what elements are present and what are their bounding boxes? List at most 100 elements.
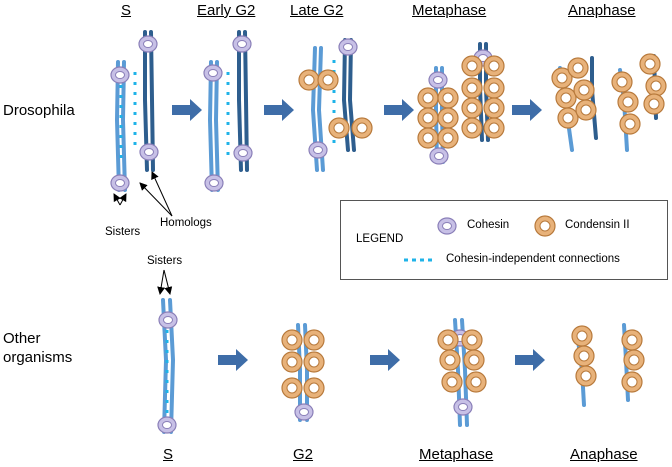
condensin-bm-1-hole: [466, 334, 478, 346]
pointer-sisters-bottom-1: [157, 269, 166, 295]
condensin-ba-2-hole: [580, 370, 592, 382]
condensin-meta-left-3-hole: [442, 112, 454, 124]
arrow-top-4: [512, 99, 542, 121]
condensin-ana-a-3-hole: [578, 84, 590, 96]
condensin-ana-b-0-hole: [616, 76, 628, 88]
stage-label-bottom-s: S: [163, 446, 174, 463]
strand-eg2-b: [214, 60, 220, 192]
condensin-meta-right-2-hole: [466, 82, 478, 94]
condensin-bm-3-hole: [468, 354, 480, 366]
pointer-sisters-1: [113, 193, 121, 206]
condensin-ana-a-2-hole: [560, 92, 572, 104]
legend-connections-label: Cohesin-independent connections: [446, 253, 620, 265]
cohesin-lg2-1-hole: [343, 43, 353, 51]
condensin-ba-0-hole: [576, 330, 588, 342]
arrow-top-2: [264, 99, 294, 121]
condensin-ana-a-1-hole: [572, 62, 584, 74]
arrow-bottom-1: [218, 349, 248, 371]
stage-label-bottom-anaphase: Anaphase: [570, 446, 638, 463]
cohesin-bs-1-hole: [163, 316, 173, 324]
condensin-ana-b-1-hole: [622, 96, 634, 108]
condensin-meta-right-7-hole: [488, 122, 500, 134]
cohesin-lg2-2-hole: [313, 146, 323, 154]
condensin-bm-5-hole: [470, 376, 482, 388]
condensin-bm-2-hole: [444, 354, 456, 366]
condensin-meta-left-1-hole: [442, 92, 454, 104]
stage-label-bottom-metaphase: Metaphase: [419, 446, 494, 463]
row-label-other-line2: organisms: [3, 349, 73, 366]
condensin-bg2-1-hole: [308, 334, 320, 346]
condensin-meta-right-5-hole: [488, 102, 500, 114]
condensin-meta-right-1-hole: [488, 60, 500, 72]
arrow-bottom-2: [370, 349, 400, 371]
stage-label-top-metaphase: Metaphase: [412, 2, 487, 19]
condensin-bg2-4-hole: [286, 382, 298, 394]
condensin-ba-3-hole: [626, 334, 638, 346]
legend-title: LEGEND: [356, 233, 404, 245]
arrow-top-1: [172, 99, 202, 121]
condensin-ana-b-2-hole: [624, 118, 636, 130]
condensin-ana-b-3-hole: [644, 58, 656, 70]
cohesin-eg2-3-hole: [237, 40, 247, 48]
cohesin-s-1-hole: [115, 71, 125, 79]
condensin-meta-right-4-hole: [466, 102, 478, 114]
cohesin-meta-2-hole: [434, 152, 444, 160]
cohesin-eg2-1-hole: [208, 69, 218, 77]
stage-label-top-anaphase: Anaphase: [568, 2, 636, 19]
cohesin-meta-1-hole: [433, 76, 443, 84]
condensin-bg2-0-hole: [286, 334, 298, 346]
strand-ana-c: [590, 56, 598, 140]
condensin-bg2-3-hole: [308, 356, 320, 368]
condensin-ana-a-4-hole: [562, 112, 574, 124]
row-label-drosophila: Drosophila: [3, 102, 75, 119]
cohesin-s-4-hole: [144, 148, 154, 156]
stage-label-top-early-g2: Early G2: [197, 2, 256, 19]
cohesin-s-2-hole: [115, 179, 125, 187]
condensin-ba-5-hole: [626, 376, 638, 388]
condensin-ba-1-hole: [578, 350, 590, 362]
condensin-meta-right-0-hole: [466, 60, 478, 72]
row-label-other-line1: Other: [3, 330, 41, 347]
arrow-bottom-3: [515, 349, 545, 371]
cohesin-eg2-4-hole: [238, 149, 248, 157]
condensin-bm-4-hole: [446, 376, 458, 388]
condensin-lg2-4-hole: [356, 122, 368, 134]
condensin-ba-4-hole: [628, 354, 640, 366]
condensin-meta-left-4-hole: [422, 132, 434, 144]
annotation-sisters: Sisters: [105, 226, 141, 238]
pointer-homologs-1: [139, 182, 173, 217]
stage-label-top-s: S: [121, 2, 132, 19]
condensin-ana-a-0-hole: [556, 72, 568, 84]
stage-label-bottom-g2: G2: [293, 446, 314, 463]
arrow-top-3: [384, 99, 414, 121]
condensin-ana-b-4-hole: [650, 80, 662, 92]
condensin-meta-left-5-hole: [442, 132, 454, 144]
cohesin-s-3-hole: [143, 40, 153, 48]
condensin-ana-a-5-hole: [580, 104, 592, 116]
condensin-meta-right-3-hole: [488, 82, 500, 94]
condensin-meta-left-0-hole: [422, 92, 434, 104]
condensin-ana-b-5-hole: [648, 98, 660, 110]
legend-box: [340, 200, 668, 280]
stage-label-top-late-g2: Late G2: [290, 2, 344, 19]
pointer-homologs-2: [151, 171, 173, 217]
pointer-sisters-2: [119, 193, 127, 206]
condensin-lg2-1-hole: [303, 74, 315, 86]
condensin-meta-left-2-hole: [422, 112, 434, 124]
condensin-lg2-3-hole: [333, 122, 345, 134]
legend-condensin-label: Condensin II: [565, 219, 630, 231]
cohesin-bs-2-hole: [162, 421, 172, 429]
condensin-lg2-2-hole: [322, 74, 334, 86]
condensin-bg2-5-hole: [308, 382, 320, 394]
legend-condensin-icon-hole: [539, 220, 551, 232]
annotation-homologs: Homologs: [160, 217, 212, 229]
pointer-sisters-bottom-2: [163, 269, 173, 295]
annotation-sisters-bottom: Sisters: [147, 255, 183, 267]
legend-cohesin-label: Cohesin: [467, 219, 510, 231]
condensin-bg2-2-hole: [286, 356, 298, 368]
condensin-bm-0-hole: [442, 334, 454, 346]
strand-lg2-d: [348, 38, 356, 152]
condensin-meta-right-6-hole: [466, 122, 478, 134]
cohesin-bm-2-hole: [458, 403, 468, 411]
